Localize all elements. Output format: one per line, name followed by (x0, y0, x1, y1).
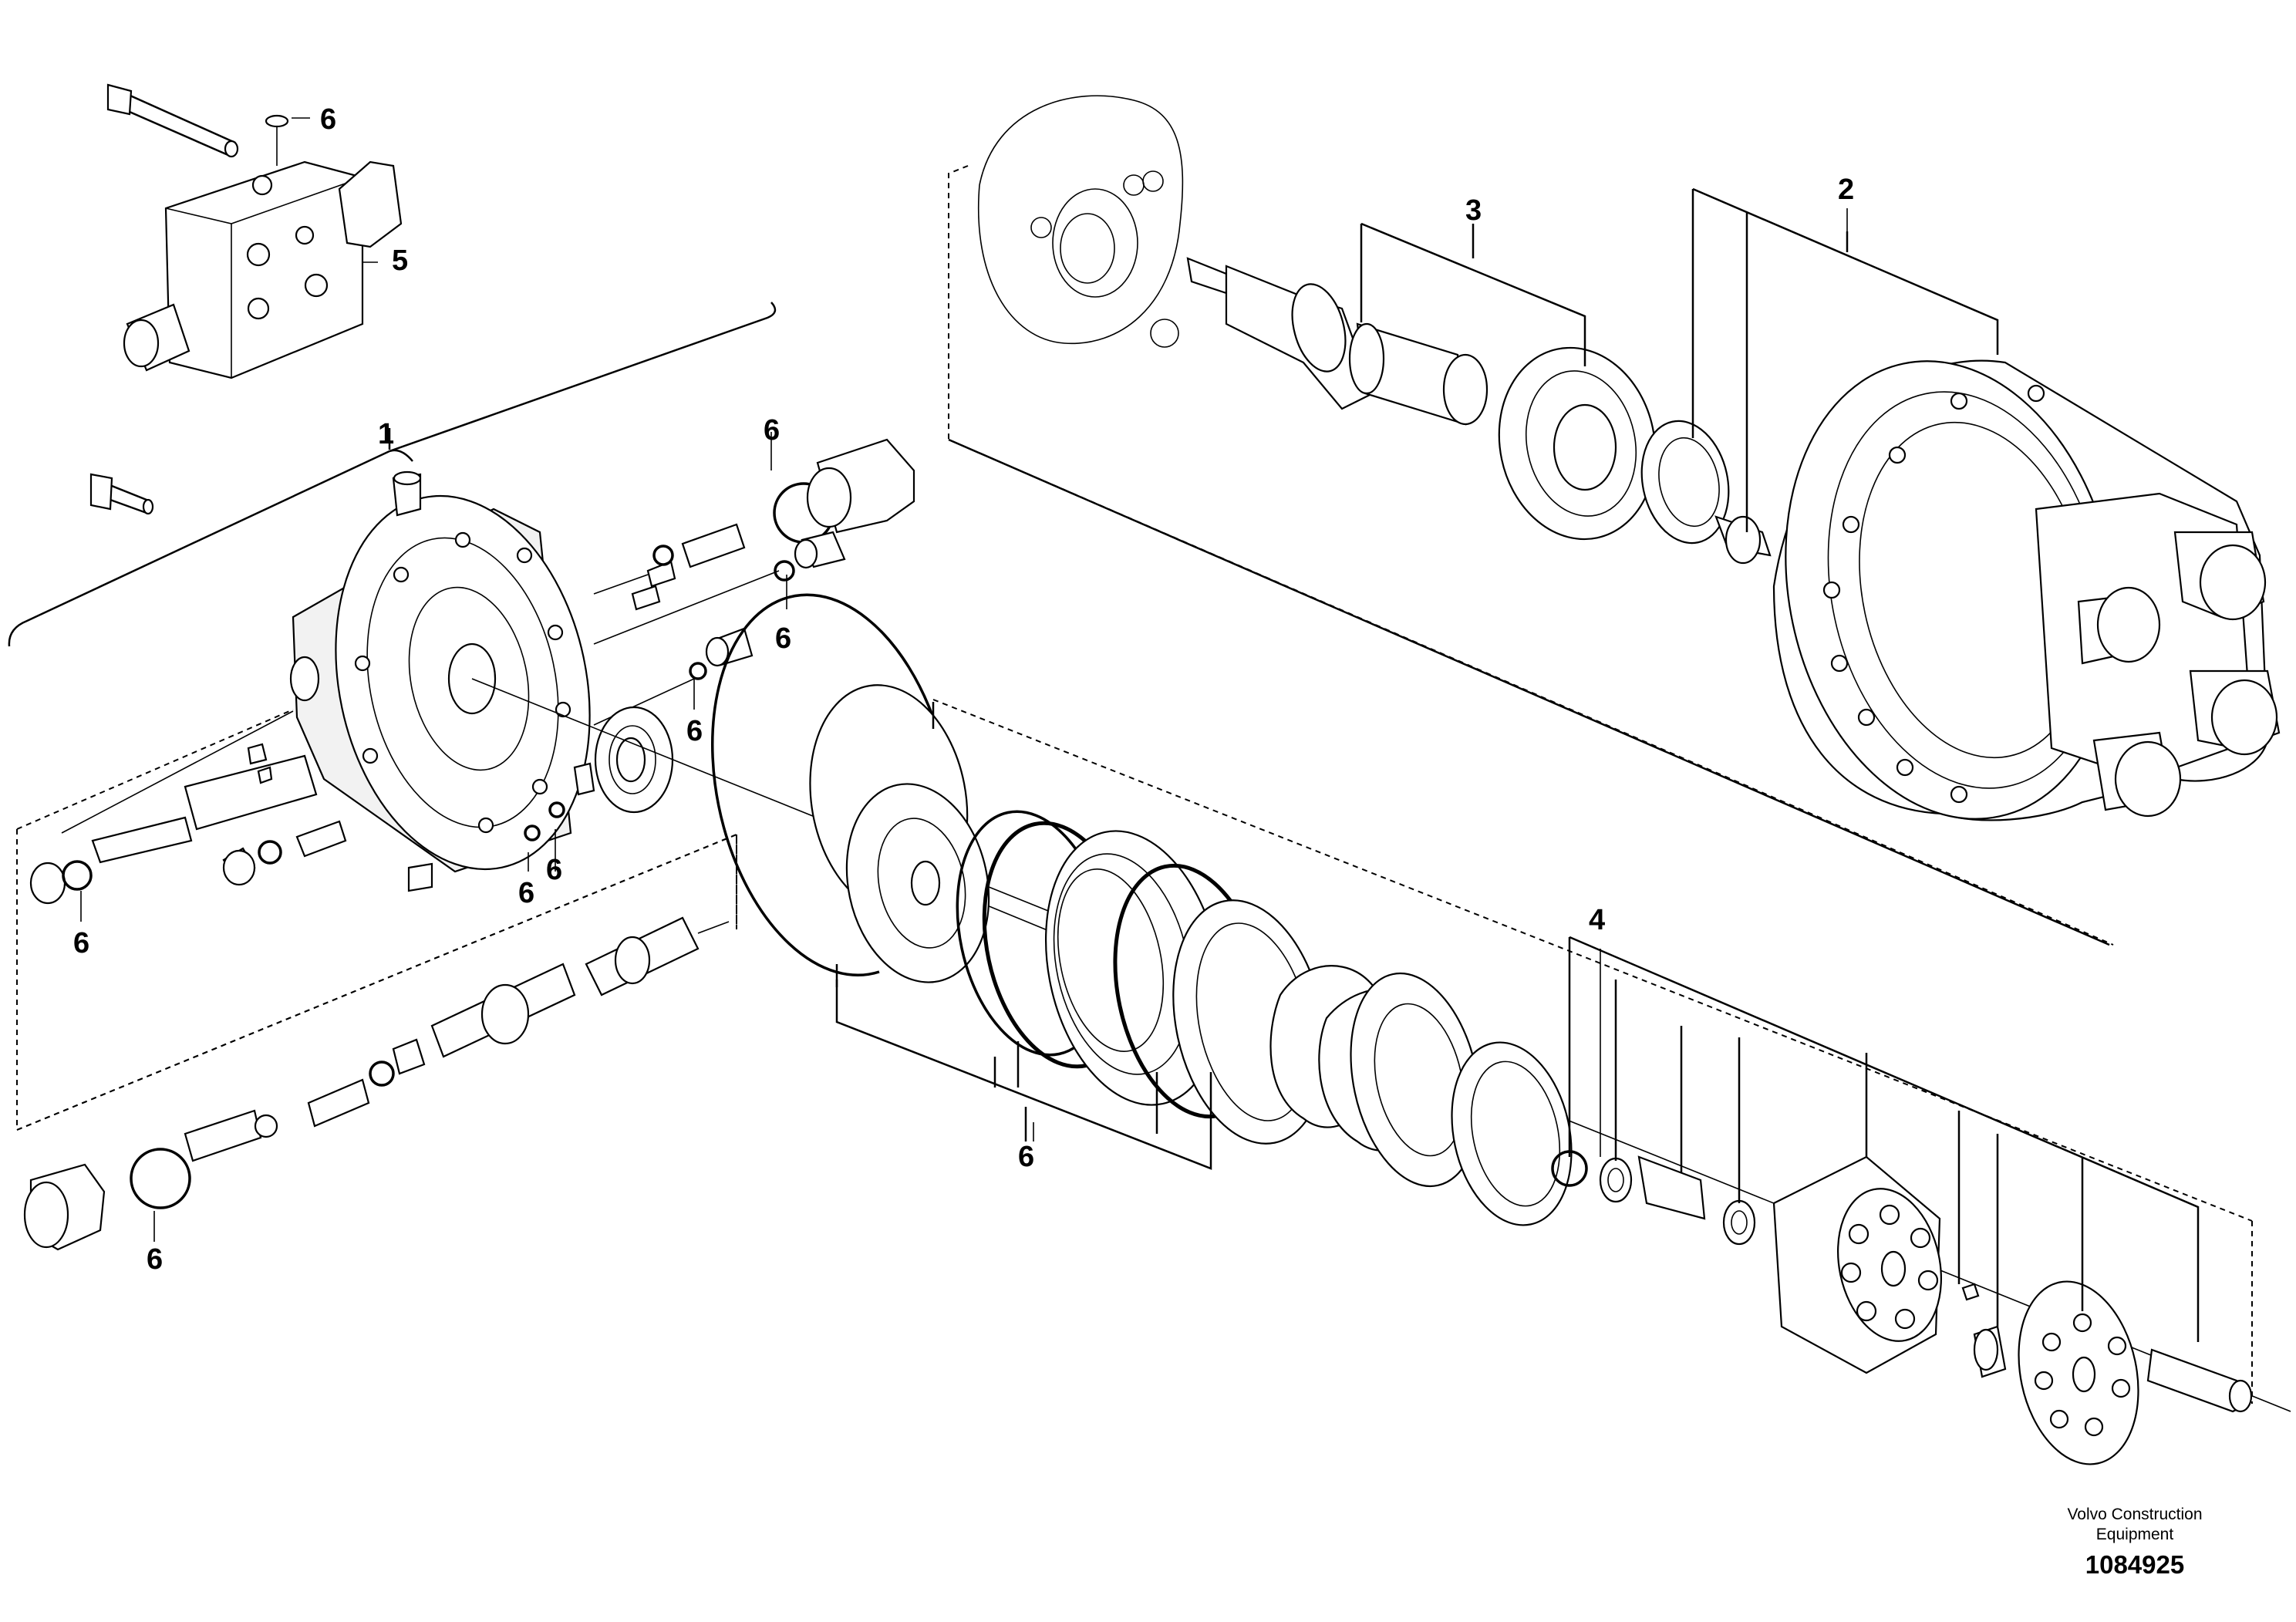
illustration-number: 1084925 (2085, 1550, 2184, 1579)
small-plug (222, 849, 256, 886)
callout-6-rings: 6 (1018, 1141, 1034, 1173)
large-oring (130, 1148, 191, 1209)
valve-block-assembly (106, 83, 403, 379)
callout-6-pin-left: 6 (518, 877, 534, 909)
callout-2: 2 (1838, 174, 1854, 206)
cylinder-block-group (1551, 1150, 2253, 1465)
center-spring (1637, 1155, 1706, 1220)
callout-6-pin-right: 6 (546, 854, 562, 886)
callout-6-plug-left: 6 (73, 927, 89, 959)
callout-6-large-plug: 6 (147, 1243, 163, 1276)
valve-block-fitting-right (338, 160, 403, 248)
callout-6-oring-lower: 6 (686, 715, 703, 747)
callout-1: 1 (378, 418, 394, 450)
callout-3: 3 (1465, 194, 1482, 227)
relief-spool-upper (29, 710, 347, 905)
publisher-credit: Volvo Construction Equipment 1084925 (2067, 1506, 2202, 1579)
head-plug-bottom (407, 862, 433, 892)
thrust-plate (1451, 1041, 1573, 1226)
output-shaft (1186, 257, 1489, 426)
shaft-group-boundary (948, 165, 2114, 946)
callout-5: 5 (392, 244, 408, 277)
washer-2 (1722, 1199, 1756, 1246)
snap-ring-large (711, 593, 939, 976)
callout-labels: 6 5 1 6 6 6 6 6 6 6 6 3 2 4 (73, 103, 1854, 1276)
motor-head-plate (289, 470, 591, 892)
seal-ring-2 (1640, 420, 1772, 565)
key-pin (1961, 1283, 1980, 1301)
relief-valve-group-boundary (16, 829, 737, 1131)
valve-block-bolt (106, 83, 239, 158)
callout-6-oring-mid: 6 (775, 622, 791, 655)
relief-spool-lower (23, 916, 730, 1251)
valve-block-body (164, 160, 364, 379)
credit-line-1: Volvo Construction (2067, 1506, 2202, 1523)
brake-flange (978, 95, 1184, 348)
spring-upper (681, 523, 746, 568)
loose-bolt (89, 473, 154, 515)
leader-lines (80, 187, 2200, 1342)
valve-plate-group (711, 593, 990, 983)
piston-rings-group (956, 810, 1573, 1226)
motor-housing (1772, 359, 2281, 821)
callout-6-oring-upper: 6 (764, 414, 780, 447)
washer-1 (1599, 1157, 1633, 1203)
assembly-1-brace-line (8, 302, 777, 647)
shaft-bearing-3 (1498, 346, 1657, 541)
credit-line-2: Equipment (2096, 1526, 2174, 1543)
callout-4: 4 (1589, 904, 1605, 936)
head-bearing (594, 706, 674, 814)
plug-screw-left (29, 862, 66, 905)
head-plate-small-parts (524, 438, 915, 841)
cylinder-group-boundary (932, 699, 2253, 1404)
callout-6-valve-top: 6 (320, 103, 336, 136)
